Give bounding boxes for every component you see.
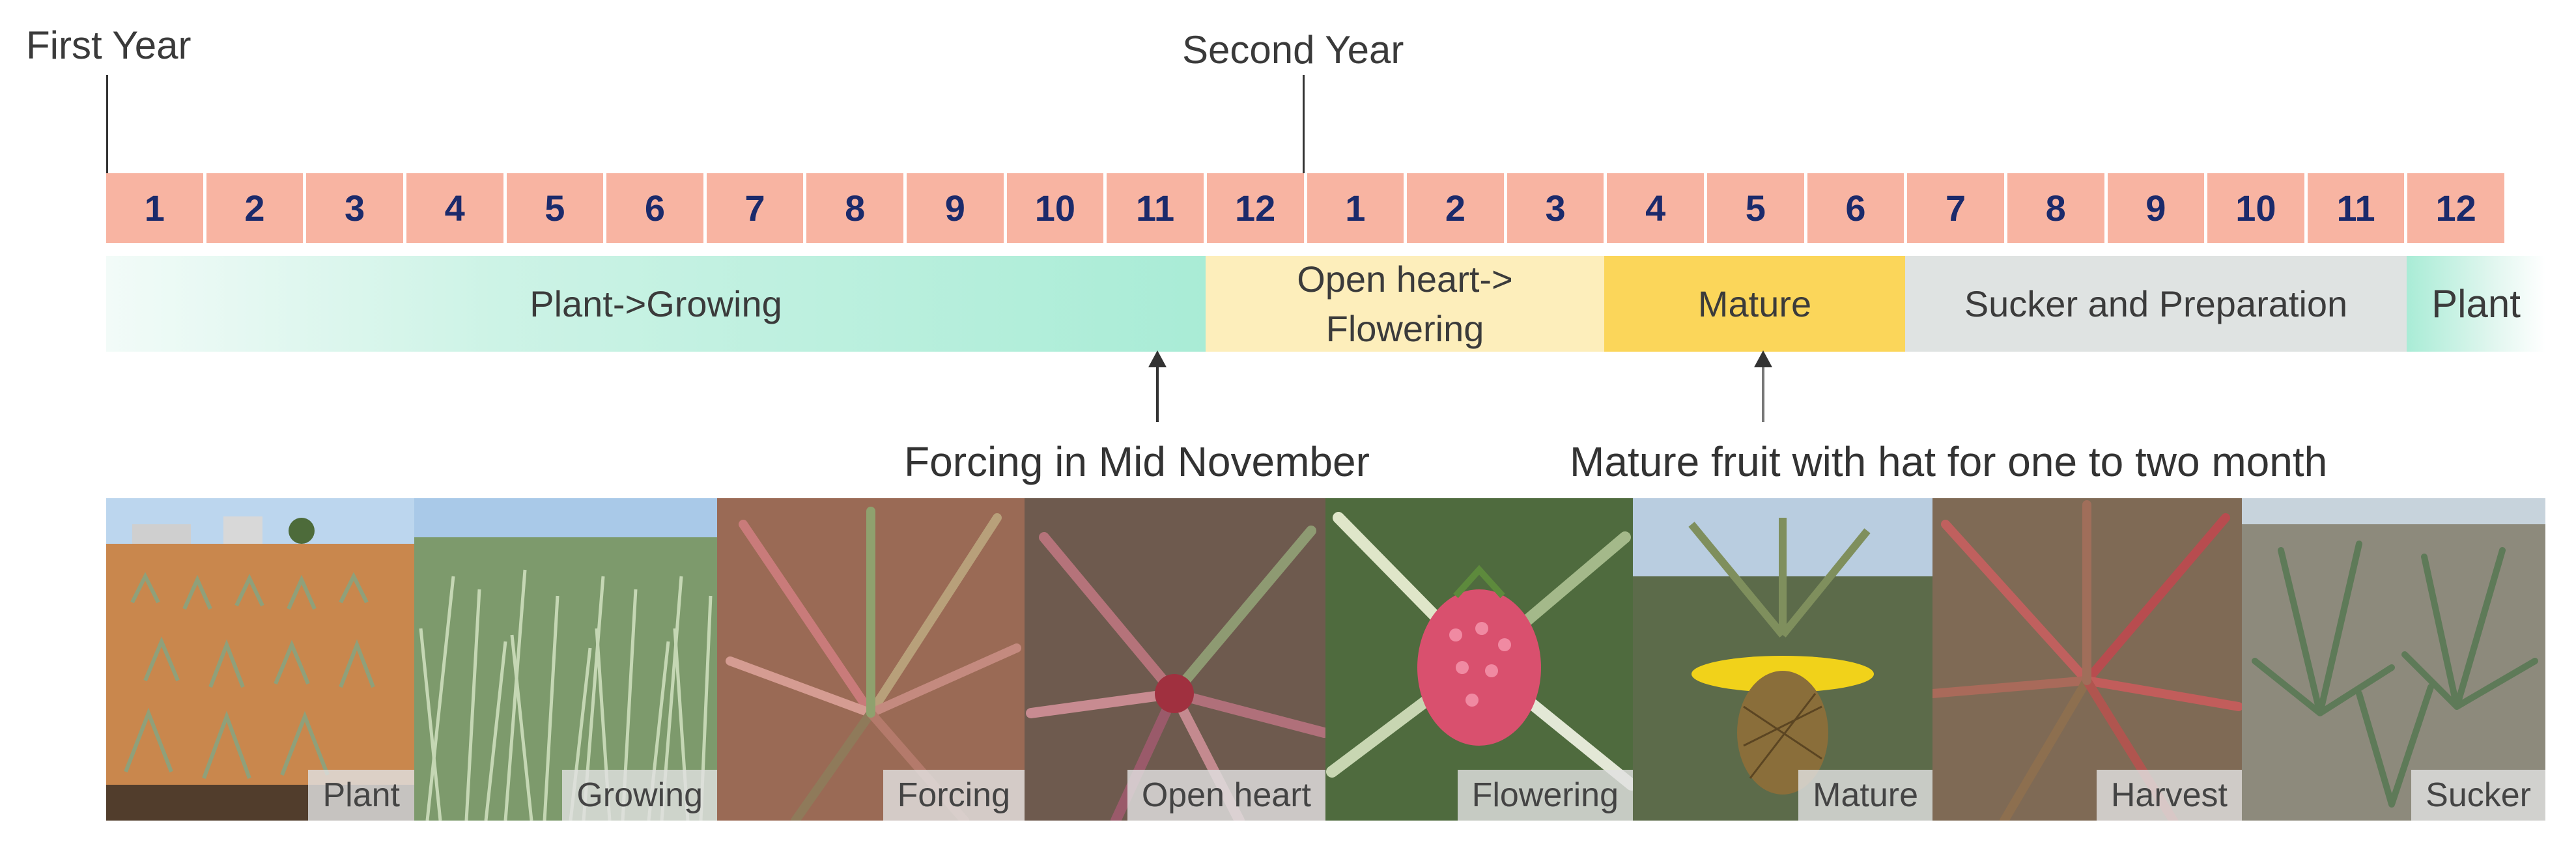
- phase-mature: Mature: [1604, 256, 1905, 352]
- photo-forcing: Forcing: [717, 498, 1025, 821]
- photo-flowering: Flowering: [1325, 498, 1633, 821]
- month-cell: 1: [106, 173, 203, 243]
- photo-open-heart: Open heart: [1025, 498, 1325, 821]
- phase-sucker: Sucker and Preparation: [1905, 256, 2407, 352]
- first-year-label: First Year: [26, 23, 191, 67]
- month-cell: 1: [1307, 173, 1404, 243]
- photo-strip: Plant Growing Forcing: [106, 498, 2545, 821]
- photo-harvest: Harvest: [1932, 498, 2242, 821]
- month-cell: 5: [506, 173, 604, 243]
- photo-growing: Growing: [414, 498, 717, 821]
- month-cell: 2: [1407, 173, 1504, 243]
- month-cell: 4: [406, 173, 503, 243]
- photo-label-growing: Growing: [562, 770, 717, 821]
- month-cell: 7: [1907, 173, 2004, 243]
- second-year-label: Second Year: [1182, 28, 1404, 72]
- phase-plant: Plant: [2407, 256, 2545, 352]
- month-cell: 10: [2207, 173, 2304, 243]
- forcing-annotation: Forcing in Mid November: [904, 438, 1370, 485]
- month-cell: 4: [1607, 173, 1704, 243]
- mature-arrow: [1762, 366, 1764, 422]
- mature-fruit-image: [1633, 498, 1932, 821]
- photo-mature: Mature: [1633, 498, 1932, 821]
- phase-growing: Plant->Growing: [106, 256, 1206, 352]
- photo-label-flowering: Flowering: [1457, 770, 1633, 821]
- photo-label-mature: Mature: [1798, 770, 1932, 821]
- month-cell: 9: [2107, 173, 2205, 243]
- photo-label-forcing: Forcing: [883, 770, 1025, 821]
- phase-open-heart-label: Open heart-> Flowering: [1297, 258, 1513, 349]
- harvest-image: [1932, 498, 2242, 821]
- forcing-arrow: [1156, 366, 1159, 422]
- month-cell: 6: [1807, 173, 1904, 243]
- first-year-tick: [106, 75, 108, 173]
- phase-sucker-label: Sucker and Preparation: [1964, 283, 2348, 324]
- photo-label-sucker: Sucker: [2411, 770, 2545, 821]
- month-cell: 2: [206, 173, 304, 243]
- month-cell: 8: [2007, 173, 2104, 243]
- phase-mature-label: Mature: [1697, 283, 1812, 324]
- photo-sucker: Sucker: [2242, 498, 2545, 821]
- phase-plant-label: Plant: [2431, 282, 2521, 326]
- mature-arrow-head: [1754, 350, 1772, 367]
- month-cell: 7: [706, 173, 804, 243]
- month-cell: 10: [1006, 173, 1104, 243]
- month-cell: 9: [907, 173, 1004, 243]
- month-cell: 8: [806, 173, 903, 243]
- forcing-arrow-head: [1148, 350, 1167, 367]
- photo-label-open-heart: Open heart: [1127, 770, 1325, 821]
- month-cell: 6: [606, 173, 703, 243]
- open-heart-image: [1025, 498, 1325, 821]
- photo-plant: Plant: [106, 498, 414, 821]
- month-cell: 3: [1507, 173, 1604, 243]
- phase-open-heart: Open heart-> Flowering: [1206, 256, 1604, 352]
- sucker-image: [2242, 498, 2545, 821]
- flowering-image: [1325, 498, 1633, 821]
- month-cell: 3: [306, 173, 403, 243]
- mature-fruit-annotation: Mature fruit with hat for one to two mon…: [1570, 438, 2328, 485]
- second-year-tick: [1303, 75, 1305, 173]
- month-cell: 12: [1206, 173, 1304, 243]
- month-cell: 11: [2307, 173, 2405, 243]
- month-cell: 5: [1707, 173, 1804, 243]
- photo-label-harvest: Harvest: [2096, 770, 2242, 821]
- month-cell: 11: [1107, 173, 1204, 243]
- photo-label-plant: Plant: [308, 770, 414, 821]
- phase-growing-label: Plant->Growing: [530, 283, 782, 324]
- forcing-plant-image: [717, 498, 1025, 821]
- month-cell: 12: [2407, 173, 2504, 243]
